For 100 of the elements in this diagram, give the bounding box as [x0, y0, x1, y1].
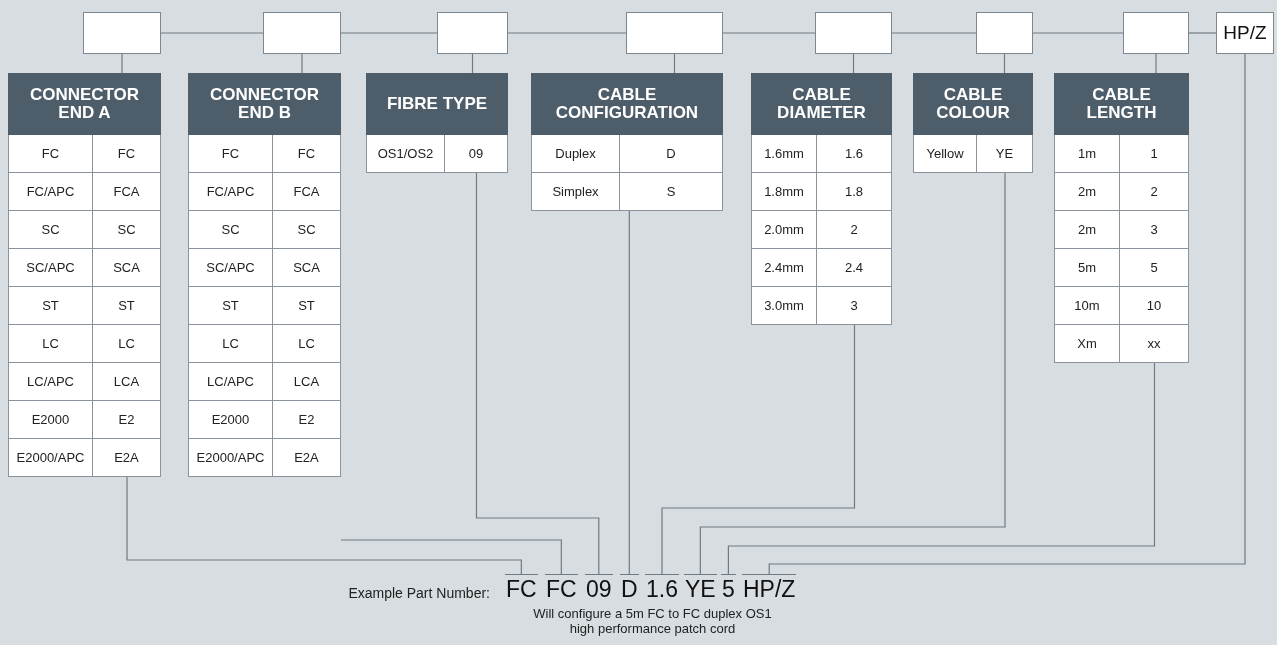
option-name-cell: OS1/OS2: [366, 135, 445, 173]
connector-line: [1188, 32, 1217, 34]
option-table: [366, 73, 508, 173]
connector-line: [340, 32, 438, 34]
table-heading: CONNECTOR END A: [8, 73, 161, 135]
option-code-cell: 10: [1120, 287, 1189, 325]
option-code-cell: E2: [93, 401, 161, 439]
option-code-cell: SCA: [93, 249, 161, 287]
option-code-cell: FCA: [93, 173, 161, 211]
option-code-cell: 3: [1120, 211, 1189, 249]
option-table: [188, 73, 341, 477]
option-code-cell: ST: [93, 287, 161, 325]
part-code: FC: [545, 574, 578, 601]
option-name-cell: LC/APC: [188, 363, 273, 401]
empty-code-box: [626, 12, 723, 54]
option-table: [913, 73, 1033, 173]
option-name-cell: 1.8mm: [751, 173, 817, 211]
option-code-cell: FC: [93, 135, 161, 173]
connector-line: [768, 53, 1246, 575]
example-note: Will configure a 5m FC to FC duplex OS1 high performance patch cord: [532, 606, 773, 636]
option-name-cell: FC: [8, 135, 93, 173]
option-code-cell: E2A: [273, 439, 341, 477]
connector-line: [628, 210, 630, 575]
option-name-cell: FC/APC: [188, 173, 273, 211]
connector-line: [121, 53, 123, 74]
option-name-cell: 2m: [1054, 211, 1120, 249]
option-name-cell: SC: [8, 211, 93, 249]
option-name-cell: ST: [8, 287, 93, 325]
empty-code-box: [815, 12, 892, 54]
part-code: D: [620, 574, 639, 601]
connector-line: [891, 32, 977, 34]
option-code-cell: 2: [817, 211, 892, 249]
connector-line: [301, 53, 303, 74]
option-code-cell: 1.8: [817, 173, 892, 211]
option-code-cell: FCA: [273, 173, 341, 211]
connector-line: [507, 32, 627, 34]
connector-line: [1032, 32, 1124, 34]
option-name-cell: Duplex: [531, 135, 620, 173]
option-code-cell: LCA: [93, 363, 161, 401]
option-code-cell: 2: [1120, 173, 1189, 211]
option-name-cell: LC: [188, 325, 273, 363]
option-code-cell: 1: [1120, 135, 1189, 173]
empty-code-box: [976, 12, 1033, 54]
option-name-cell: FC: [188, 135, 273, 173]
option-name-cell: Yellow: [913, 135, 977, 173]
empty-code-box: [1123, 12, 1189, 54]
table-heading: CABLE CONFIGURATION: [531, 73, 723, 135]
empty-code-box: [263, 12, 341, 54]
option-code-cell: LC: [273, 325, 341, 363]
option-name-cell: 10m: [1054, 287, 1120, 325]
option-code-cell: 5: [1120, 249, 1189, 287]
option-code-cell: LCA: [273, 363, 341, 401]
option-name-cell: LC/APC: [8, 363, 93, 401]
option-code-cell: SCA: [273, 249, 341, 287]
table-heading: FIBRE TYPE: [366, 73, 508, 135]
connector-line: [471, 53, 474, 74]
connector-line: [126, 476, 522, 575]
connector-line: [722, 32, 816, 34]
option-name-cell: 1m: [1054, 135, 1120, 173]
part-code: 1.6: [645, 574, 679, 601]
option-table: [1054, 73, 1189, 363]
part-code: YE: [684, 574, 717, 601]
option-table: [8, 73, 161, 477]
option-code-cell: D: [620, 135, 723, 173]
option-name-cell: 2.4mm: [751, 249, 817, 287]
connector-line: [661, 324, 856, 575]
option-code-cell: 1.6: [817, 135, 892, 173]
option-name-cell: E2000: [188, 401, 273, 439]
option-name-cell: LC: [8, 325, 93, 363]
connector-line: [340, 539, 562, 575]
connector-line: [1155, 53, 1157, 74]
connector-line: [699, 172, 1006, 575]
empty-code-box: [83, 12, 161, 54]
option-code-cell: 3: [817, 287, 892, 325]
empty-code-box: [437, 12, 508, 54]
table-heading: CABLE LENGTH: [1054, 73, 1189, 135]
part-number-label: Example Part Number:: [347, 585, 490, 601]
option-code-cell: LC: [93, 325, 161, 363]
connector-line: [673, 53, 676, 74]
option-code-cell: FC: [273, 135, 341, 173]
option-name-cell: 3.0mm: [751, 287, 817, 325]
option-name-cell: 2.0mm: [751, 211, 817, 249]
option-code-cell: SC: [93, 211, 161, 249]
option-code-cell: E2A: [93, 439, 161, 477]
option-name-cell: ST: [188, 287, 273, 325]
option-name-cell: SC: [188, 211, 273, 249]
option-name-cell: Simplex: [531, 173, 620, 211]
connector-line: [160, 32, 264, 34]
table-heading: CONNECTOR END B: [188, 73, 341, 135]
option-name-cell: 5m: [1054, 249, 1120, 287]
table-heading: CABLE COLOUR: [913, 73, 1033, 135]
option-name-cell: Xm: [1054, 325, 1120, 363]
part-code: FC: [505, 574, 538, 601]
option-table: [751, 73, 892, 325]
connector-line: [727, 362, 1156, 575]
option-name-cell: E2000/APC: [188, 439, 273, 477]
option-code-cell: E2: [273, 401, 341, 439]
table-heading: CABLE DIAMETER: [751, 73, 892, 135]
option-name-cell: E2000: [8, 401, 93, 439]
option-code-cell: SC: [273, 211, 341, 249]
